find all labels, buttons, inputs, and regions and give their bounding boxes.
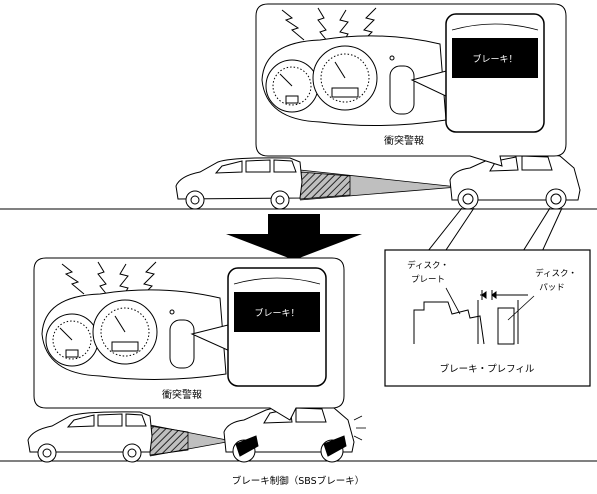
detail-leader-left-2 [441,207,475,257]
wheel-brake-highlight-icon [235,435,347,457]
top-instrument-cluster [261,35,447,127]
disc-plate-label-line1: ディスク・ [407,260,449,271]
disc-plate-diagram [413,300,519,345]
disc-pad-label-line2: パッド [539,283,565,293]
top-front-car [175,157,303,210]
top-brake-alert-box [452,38,538,78]
bottom-caption: ブレーキ制御（SBSブレーキ） [232,475,364,487]
bottom-alarm-flash-icon [61,261,157,299]
transition-arrow [226,214,362,260]
top-callout: ブレーキ！ 衝突警報 [255,3,567,167]
detail-leader-right [519,207,551,257]
brake-prefill-caption: ブレーキ・プレフィル [440,363,535,375]
disc-pad-leader [507,295,535,321]
detail-leader-right-2 [539,207,563,257]
bottom-display-zoom: ブレーキ！ [190,267,327,387]
bottom-instrument-cluster [41,289,227,381]
bottom-radar-beam [149,424,233,457]
top-brake-alert-text: ブレーキ！ [472,53,517,65]
brake-prefill-detail: ディスク・ プレート ディスク・ パッド ブレーキ・プレフィル [384,249,591,387]
bottom-scene: ブレーキ！ 衝突警報 [0,257,597,463]
top-radar-beam [299,169,459,201]
bottom-brake-alert-box [234,292,320,332]
top-warning-label: 衝突警報 [384,134,424,147]
bottom-front-car [27,411,153,463]
detail-leader-left [423,207,463,257]
top-alarm-flash-icon [281,7,377,45]
clearance-arrow [480,290,528,300]
bottom-warning-label: 衝突警報 [162,388,202,401]
disc-plate-leader [445,287,461,315]
bottom-callout: ブレーキ！ 衝突警報 [33,257,345,421]
bottom-brake-alert-text: ブレーキ！ [254,307,299,319]
top-scene: ブレーキ！ 衝突警報 [0,3,597,257]
disc-plate-label-line2: プレート [411,275,445,285]
top-own-car [449,152,581,210]
brake-impact-marks-icon [353,415,366,441]
top-display-zoom: ブレーキ！ [410,13,545,133]
bottom-own-car-braking [223,404,366,463]
disc-pad-label-line1: ディスク・ [535,268,577,279]
